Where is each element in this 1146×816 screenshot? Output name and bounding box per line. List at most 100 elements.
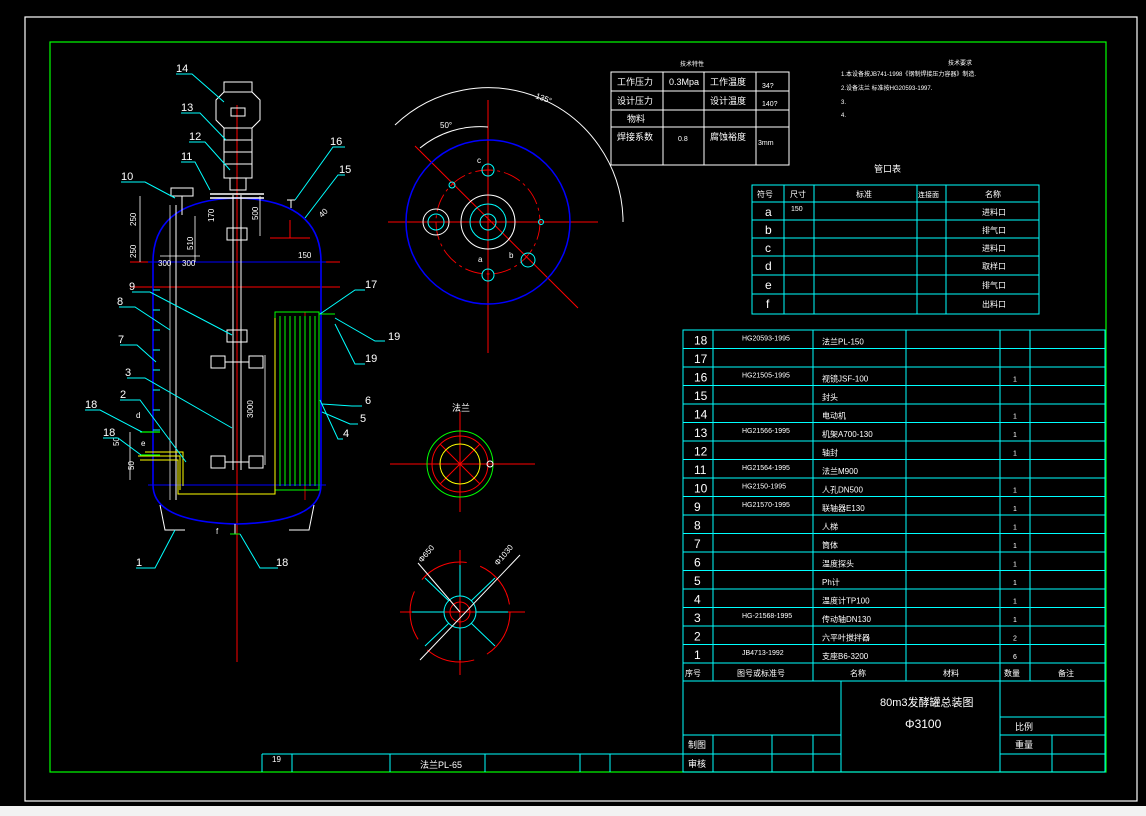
requirements-title: 技术要求 <box>948 59 972 67</box>
nozzle-header: 连接面 <box>918 190 939 199</box>
parts-cell: 1 <box>1013 562 1017 569</box>
parts-cell: 4 <box>694 593 701 607</box>
callout: 3 <box>125 367 131 379</box>
angle-label: 135° <box>534 91 553 105</box>
parts-cell: 1 <box>1013 525 1017 532</box>
callout: 15 <box>339 164 351 176</box>
weight-label: 重量 <box>1015 739 1033 750</box>
parts-cell: 1 <box>1013 488 1017 495</box>
parts-cell: 支座B6-3200 <box>822 651 869 661</box>
letter-label: f <box>216 527 219 536</box>
parts-cell: 12 <box>694 445 708 459</box>
callout: 5 <box>360 413 366 425</box>
parts-cell: 16 <box>694 371 708 385</box>
tech-cell: 焊接系数 <box>617 131 653 142</box>
requirement-line: 3. <box>841 100 846 106</box>
parts-header: 数量 <box>1004 668 1020 678</box>
parts-cell: 5 <box>694 574 701 588</box>
tech-cell: 设计温度 <box>710 95 746 106</box>
dim-label: 170 <box>207 208 216 222</box>
nozzle-table: 管口表 符号 尺寸 标准 连接面 名称 a b c d e f <box>751 163 1040 315</box>
parts-cell: 封头 <box>822 392 838 402</box>
drawing-subtitle: Φ3100 <box>905 717 942 731</box>
parts-header: 备注 <box>1058 668 1074 678</box>
dim-label: 150 <box>298 251 312 260</box>
callout: 14 <box>176 63 188 75</box>
parts-cell: 7 <box>694 537 701 551</box>
tech-cell: 工作温度 <box>710 76 746 87</box>
scale-label: 比例 <box>1015 721 1033 732</box>
parts-cell: 传动轴DN130 <box>822 614 871 624</box>
parts-cell: 3 <box>694 611 701 625</box>
dim-label: 300 <box>158 259 172 268</box>
tech-cell: 0.3Mpa <box>669 77 699 87</box>
nozzle-symbol: a <box>765 205 772 219</box>
parts-cell: 1 <box>1013 451 1017 458</box>
dim-label: 40 <box>317 206 330 219</box>
parts-cell: 11 <box>694 463 707 477</box>
nozzle-symbol: f <box>766 297 770 311</box>
top-view-labels: 135° 50° c a b 40 <box>317 91 553 264</box>
flange-view <box>390 412 535 512</box>
nozzle-table-title: 管口表 <box>874 163 901 174</box>
callout: 12 <box>189 131 201 143</box>
parts-cell: 1 <box>1013 599 1017 606</box>
parts-cell: 17 <box>694 352 708 366</box>
requirement-line: 1.本设备按JB741-1998《钢制焊接压力容器》制造. <box>841 70 976 78</box>
letter-label: e <box>141 439 146 448</box>
callout: 9 <box>129 281 135 293</box>
nozzle-name: 出料口 <box>982 299 1006 309</box>
parts-cell: 1 <box>694 648 701 662</box>
callout: 11 <box>181 151 192 163</box>
nozzle-size: 150 <box>791 206 803 213</box>
letter-label: c <box>477 156 481 165</box>
parts-cell: HG2150-1995 <box>742 484 786 491</box>
dim-label: 50 <box>127 461 136 470</box>
callout: 6 <box>365 395 371 407</box>
nozzle-name: 排气口 <box>982 280 1006 290</box>
parts-cell: 轴封 <box>822 448 838 458</box>
nozzle-name: 进料口 <box>982 243 1006 253</box>
nozzle-header: 名称 <box>985 189 1001 199</box>
parts-header: 序号 <box>685 668 701 678</box>
callout: 13 <box>181 102 193 114</box>
dim-label: 300 <box>182 259 196 268</box>
parts-cell: 人孔DN500 <box>822 486 863 495</box>
tech-cell: 腐蚀裕度 <box>710 131 746 142</box>
parts-cell: 温度探头 <box>822 559 854 569</box>
callout: 18 <box>103 427 115 439</box>
bottom-row-num: 19 <box>272 755 281 764</box>
angle-label: 50° <box>440 121 452 130</box>
letter-label: a <box>478 255 483 264</box>
callout: 10 <box>121 171 133 183</box>
main-vessel-view <box>129 81 340 662</box>
title-block: 80m3发酵罐总装图 Φ3100 比例 重量 制图 审核 19 法兰PL-65 <box>261 680 1106 773</box>
callout: 16 <box>330 136 342 148</box>
callout: 18 <box>85 399 97 411</box>
parts-cell: 15 <box>694 389 708 403</box>
parts-cell: 温度计TP100 <box>822 596 870 606</box>
parts-cell: 1 <box>1013 506 1017 513</box>
parts-cell: 1 <box>1013 617 1017 624</box>
callout: 1 <box>136 557 142 569</box>
parts-cell: 1 <box>1013 432 1017 439</box>
nozzle-name: 取样口 <box>982 261 1006 271</box>
parts-cell: 14 <box>694 408 708 422</box>
parts-header: 名称 <box>850 668 866 678</box>
parts-cell: 1 <box>1013 543 1017 550</box>
callout: 4 <box>343 428 349 440</box>
parts-cell: 机架A700-130 <box>822 429 873 439</box>
parts-cell: 13 <box>694 426 708 440</box>
outer-frame <box>24 16 1138 802</box>
parts-cell: HG21564-1995 <box>742 465 790 472</box>
tech-table: 技术特性 工作压力 0.3Mpa 工作温度 34? 设计压力 设计温度 140?… <box>610 60 790 166</box>
dim-label: 510 <box>186 236 195 250</box>
requirement-line: 4. <box>841 113 846 119</box>
parts-cell: HG21570-1995 <box>742 502 790 509</box>
leader-lines <box>85 73 385 569</box>
parts-cell: 电动机 <box>822 411 846 421</box>
parts-cell: 9 <box>694 500 701 514</box>
parts-cell: 2 <box>694 630 701 644</box>
tech-cell: 34? <box>762 83 774 90</box>
